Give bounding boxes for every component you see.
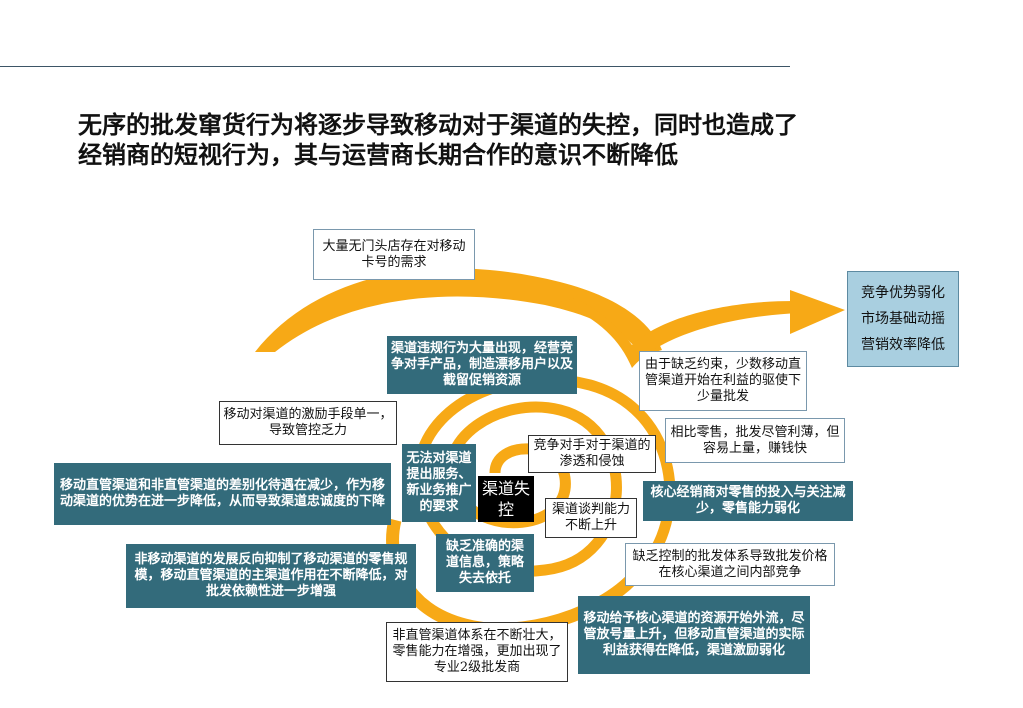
node-competitor-penetration: 竞争对手对于渠道的渗透和侵蚀 [528, 435, 656, 473]
node-cannot-demand: 无法对渠道提出服务、新业务推广的要求 [402, 444, 476, 522]
node-non-direct-growth: 非直管渠道体系在不断壮大，零售能力在增强，更加出现了专业2级批发商 [386, 622, 568, 682]
page-title-line-2: 经销商的短视行为，其与运营商长期合作的意识不断降低 [78, 140, 678, 169]
spiral-arrow-body [560, 298, 800, 368]
node-resource-outflow: 移动给予核心渠道的资源开始外流，尽管放号量上升，但移动直管渠道的实际利益获得在降… [578, 596, 810, 674]
node-bargaining-power: 渠道谈判能力不断上升 [545, 498, 637, 538]
outcome-item-1: 竞争优势弱化 [861, 285, 945, 301]
outcome-box: 竞争优势弱化 市场基础动摇 营销效率降低 [847, 271, 959, 367]
node-non-direct-suppression: 非移动渠道的发展反向抑制了移动渠道的零售规模，移动直管渠道的主渠道作用在不断降低… [126, 544, 416, 608]
node-core-dealer-investment: 核心经销商对零售的投入与关注减少，零售能力弱化 [643, 481, 853, 521]
page-title-line-1: 无序的批发窜货行为将逐步导致移动对于渠道的失控，同时也造成了 [78, 110, 798, 139]
spiral-arrow-head [790, 290, 845, 334]
node-lack-info: 缺乏准确的渠道信息，策略失去依托 [436, 534, 534, 592]
node-channel-violations: 渠道违规行为大量出现，经营竞争对手产品，制造漂移用户以及截留促销资源 [387, 336, 577, 394]
node-differentiation: 移动直管渠道和非直管渠道的差别化待遇在减少，作为移动渠道的优势在进一步降低，从而… [54, 463, 391, 525]
outcome-item-2: 市场基础动摇 [861, 311, 945, 327]
node-lack-of-constraint: 由于缺乏约束，少数移动直管渠道开始在利益的驱使下少量批发 [639, 351, 807, 411]
node-storefront-demand: 大量无门头店存在对移动卡号的需求 [313, 229, 475, 280]
center-label: 渠道失控 [478, 476, 534, 522]
outcome-item-3: 营销效率降低 [861, 337, 945, 353]
page-title: 无序的批发窜货行为将逐步导致移动对于渠道的失控，同时也造成了 经销商的短视行为，… [78, 110, 958, 170]
node-uncontrolled-wholesale: 缺乏控制的批发体系导致批发价格在核心渠道之间内部竞争 [625, 543, 835, 586]
node-low-margin-retail: 相比零售，批发尽管利薄，但容易上量，赚钱快 [665, 418, 845, 463]
spiral-upper-sweep [255, 268, 662, 356]
node-single-incentive: 移动对渠道的激励手段单一，导致管控乏力 [219, 401, 397, 445]
top-divider [0, 66, 790, 67]
